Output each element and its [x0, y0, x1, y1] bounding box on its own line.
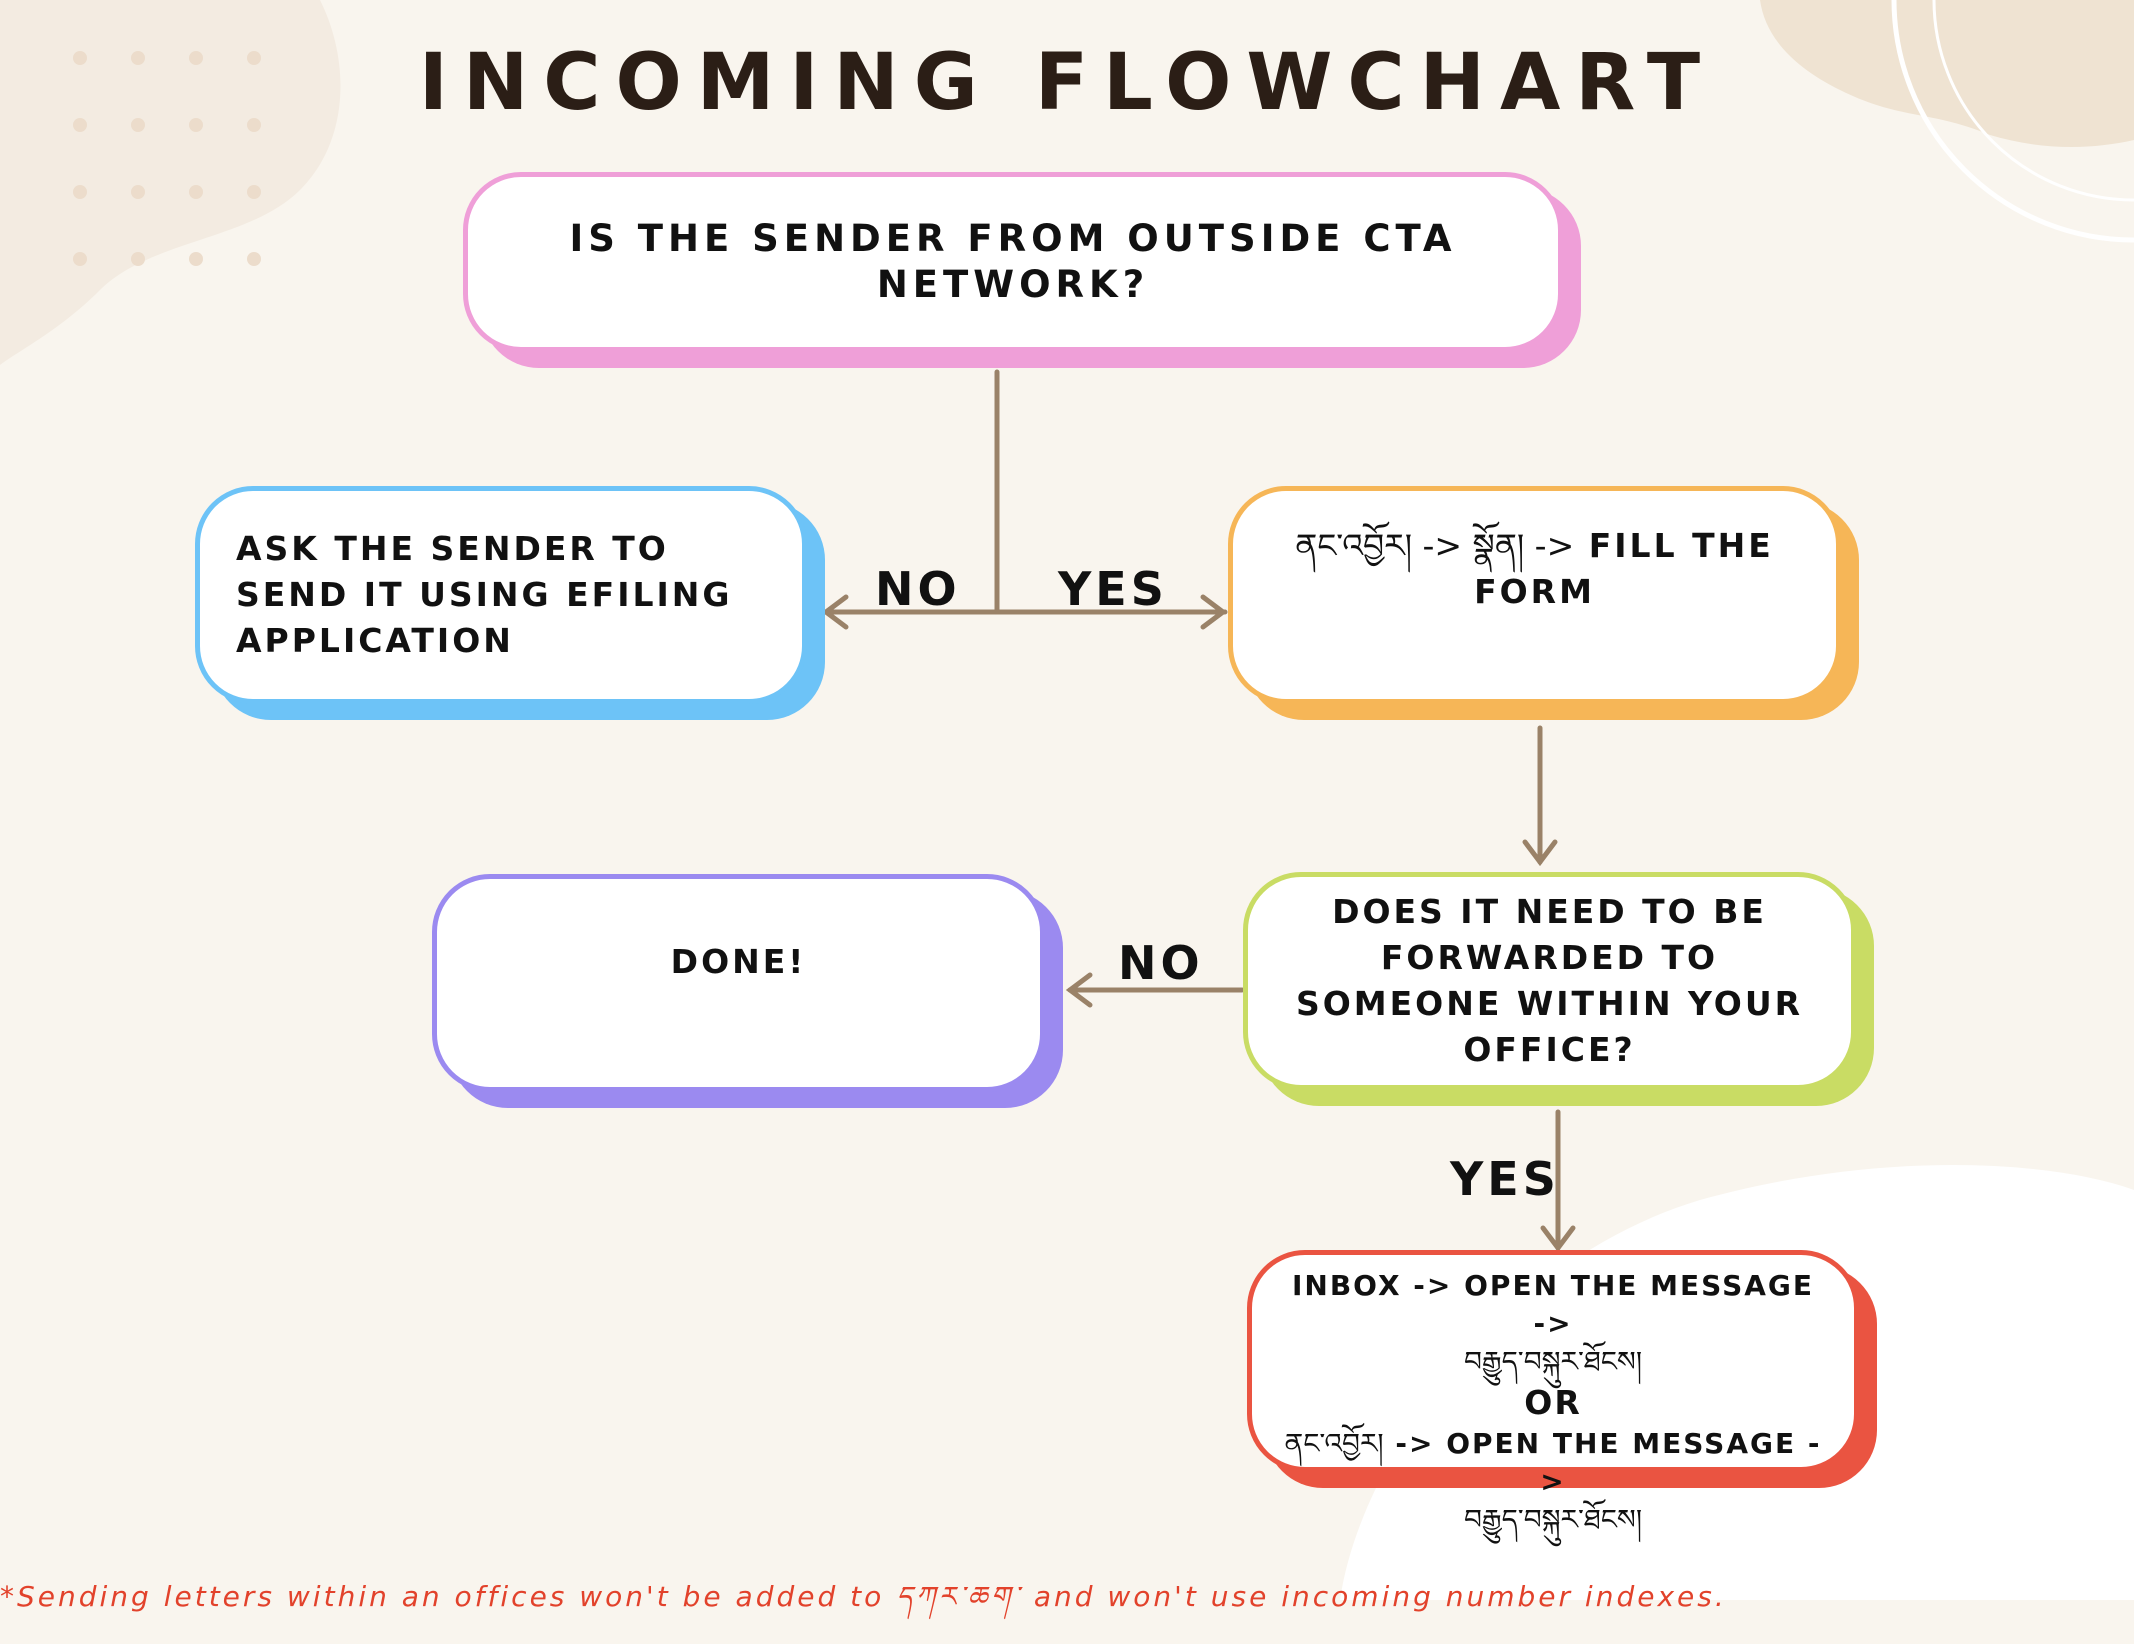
ask-sender-text: ASK THE SENDER TO SEND IT USING EFILING … [236, 529, 733, 660]
dot-grid [73, 51, 261, 266]
decor-dot [189, 51, 203, 65]
arrowhead-down-2 [1540, 1225, 1576, 1253]
decor-dot [247, 118, 261, 132]
arrowhead-no-1 [821, 594, 849, 630]
fill-form-label: FILL THE FORM [1474, 526, 1774, 611]
decor-dot [73, 185, 87, 199]
node-face: DONE! [432, 874, 1045, 1092]
node-forward-question: DOES IT NEED TO BE FORWARDED TO SOMEONE … [1243, 872, 1874, 1106]
node-sender-question: IS THE SENDER FROM OUTSIDE CTA NETWORK? [463, 172, 1581, 368]
arrowhead-no-2 [1065, 972, 1093, 1008]
decor-dot [189, 118, 203, 132]
edge-label-yes-2: YES [1450, 1152, 1560, 1206]
decor-dot [247, 185, 261, 199]
fill-form-tibetan-path: ནང་འབྱོར། -> སྣོན། -> [1295, 526, 1575, 565]
inbox-steps-line-4: ནང་འབྱོར། -> OPEN THE MESSAGE -> [1280, 1425, 1826, 1501]
decor-dot [189, 252, 203, 266]
node-ask-sender: ASK THE SENDER TO SEND IT USING EFILING … [195, 486, 825, 720]
edge-label-no-1: NO [875, 562, 961, 616]
forward-question-text: DOES IT NEED TO BE FORWARDED TO SOMEONE … [1295, 892, 1804, 1069]
node-face: IS THE SENDER FROM OUTSIDE CTA NETWORK? [463, 172, 1563, 352]
decor-dot [73, 118, 87, 132]
decor-dot [131, 252, 145, 266]
node-face: DOES IT NEED TO BE FORWARDED TO SOMEONE … [1243, 872, 1856, 1090]
inbox-steps-line-1: INBOX -> OPEN THE MESSAGE -> [1291, 1269, 1815, 1340]
inbox-steps-line-4-tibetan: ནང་འབྱོར། [1284, 1427, 1384, 1460]
decor-dot [73, 252, 87, 266]
done-text: DONE! [670, 942, 807, 981]
inbox-steps-or: OR [1524, 1383, 1582, 1422]
decor-dot [73, 51, 87, 65]
edge-label-no-2: NO [1118, 936, 1204, 990]
decor-dot [131, 185, 145, 199]
connector-arrows [821, 369, 1576, 1253]
background-decoration [0, 0, 2134, 1600]
inbox-steps-line-2: བརྒྱུད་བསྐུར་ཐོངས། [1463, 1345, 1643, 1378]
decor-dot [247, 252, 261, 266]
node-face: ནང་འབྱོར། -> སྣོན། -> FILL THE FORM [1228, 486, 1841, 704]
sender-question-text: IS THE SENDER FROM OUTSIDE CTA NETWORK? [569, 217, 1457, 306]
decor-dot [247, 51, 261, 65]
node-inbox-steps: INBOX -> OPEN THE MESSAGE -> བརྒྱུད་བསྐུ… [1247, 1250, 1877, 1536]
page-title: INCOMING FLOWCHART [418, 38, 1716, 128]
edge-label-yes-1: YES [1058, 562, 1168, 616]
decor-dot [189, 185, 203, 199]
node-done: DONE! [432, 874, 1063, 1108]
node-face: ASK THE SENDER TO SEND IT USING EFILING … [195, 486, 807, 704]
node-face: INBOX -> OPEN THE MESSAGE -> བརྒྱུད་བསྐུ… [1247, 1250, 1859, 1536]
footnote: *Sending letters within an offices won't… [0, 1580, 1727, 1613]
inbox-steps-line-5: བརྒྱུད་བསྐུར་ཐོངས། [1463, 1503, 1643, 1536]
arrowhead-down-1 [1522, 839, 1558, 867]
inbox-steps-line-4-text: -> OPEN THE MESSAGE -> [1383, 1427, 1822, 1498]
decor-dot [131, 51, 145, 65]
arrowhead-yes-1 [1200, 594, 1228, 630]
decor-dot [131, 118, 145, 132]
node-fill-form: ནང་འབྱོར། -> སྣོན། -> FILL THE FORM [1228, 486, 1859, 720]
fill-form-text: ནང་འབྱོར། -> སྣོན། -> FILL THE FORM [1261, 523, 1808, 615]
top-left-blob [0, 0, 341, 365]
